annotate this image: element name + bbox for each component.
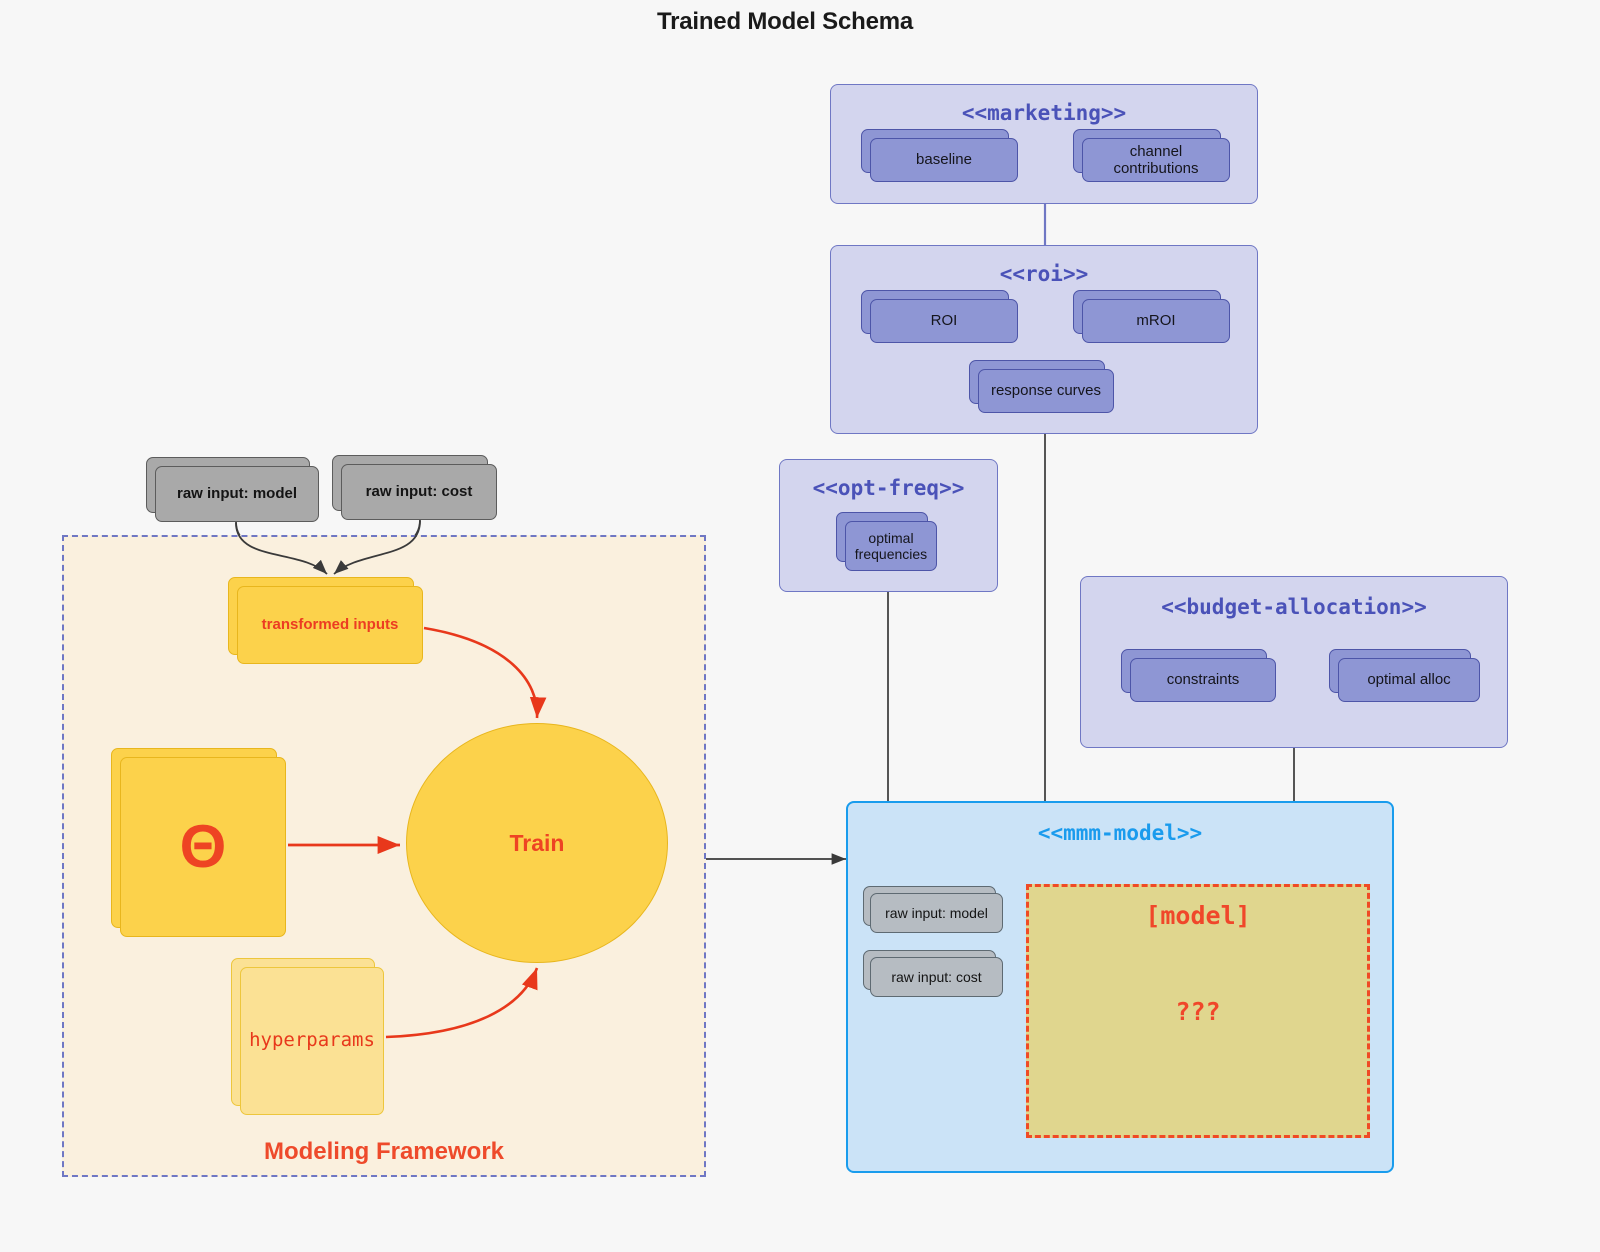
node-card xyxy=(870,893,1003,933)
node-raw-input-cost[interactable]: raw input: cost xyxy=(332,455,497,520)
node-label: transformed inputs xyxy=(261,616,399,634)
node-label: optimal alloc xyxy=(1367,671,1451,689)
node-card xyxy=(870,299,1018,343)
model-unknown: ??? xyxy=(1175,997,1221,1026)
node-mmm-raw-input-cost[interactable]: raw input: cost xyxy=(863,950,1003,997)
node-theta[interactable]: Θ xyxy=(111,748,286,937)
node-train[interactable]: Train xyxy=(406,723,668,963)
node-card xyxy=(155,466,319,522)
package-budget-allocation-title: <<budget-allocation>> xyxy=(1161,595,1427,619)
node-label: raw input: model xyxy=(177,485,297,503)
node-roi[interactable]: ROI xyxy=(861,290,1018,343)
node-label: ROI xyxy=(930,312,958,330)
node-card xyxy=(120,757,286,937)
node-label: raw input: cost xyxy=(891,968,982,985)
node-mmm-raw-input-model[interactable]: raw input: model xyxy=(863,886,1003,933)
model-placeholder-box[interactable]: [model] ??? xyxy=(1026,884,1370,1138)
node-baseline[interactable]: baseline xyxy=(861,129,1018,182)
node-response-curves[interactable]: response curves xyxy=(969,360,1114,413)
node-card xyxy=(870,957,1003,997)
package-roi-title: <<roi>> xyxy=(999,262,1089,286)
node-card xyxy=(845,521,937,571)
node-optimal-alloc[interactable]: optimal alloc xyxy=(1329,649,1480,702)
node-label-line2: frequencies xyxy=(854,546,928,562)
node-label: baseline xyxy=(916,151,972,169)
node-raw-input-model[interactable]: raw input: model xyxy=(146,457,319,522)
package-marketing-title: <<marketing>> xyxy=(961,101,1127,125)
node-transformed-inputs[interactable]: transformed inputs xyxy=(228,577,423,664)
node-label: constraints xyxy=(1166,671,1240,689)
node-label: mROI xyxy=(1136,312,1176,330)
node-label: channel contributions xyxy=(1113,142,1199,177)
page-title: Trained Model Schema xyxy=(656,8,914,35)
node-card xyxy=(341,464,497,520)
node-mroi[interactable]: mROI xyxy=(1073,290,1230,343)
node-optimal-frequencies[interactable]: optimal frequencies xyxy=(836,512,937,571)
package-opt-freq-title: <<opt-freq>> xyxy=(812,476,965,500)
node-label: Θ xyxy=(179,813,227,880)
node-card xyxy=(237,586,423,664)
node-card xyxy=(1082,138,1230,182)
modeling-framework-label: Modeling Framework xyxy=(263,1138,505,1165)
node-label-line1: optimal xyxy=(868,529,914,546)
node-label: response curves xyxy=(990,382,1102,400)
package-mmm-model-title: <<mmm-model>> xyxy=(1037,821,1203,845)
node-label: hyperparams xyxy=(249,1029,375,1052)
node-hyperparams[interactable]: hyperparams xyxy=(231,958,384,1115)
model-tag: [model] xyxy=(1145,901,1251,930)
node-label: raw input: cost xyxy=(365,483,473,501)
node-card xyxy=(978,369,1114,413)
node-card xyxy=(1130,658,1276,702)
node-card xyxy=(870,138,1018,182)
node-constraints[interactable]: constraints xyxy=(1121,649,1276,702)
node-card xyxy=(240,967,384,1115)
node-card xyxy=(1338,658,1480,702)
node-label: Train xyxy=(509,829,565,856)
node-channel-contributions[interactable]: channel contributions xyxy=(1073,129,1230,182)
node-label: raw input: model xyxy=(885,904,988,921)
node-card xyxy=(1082,299,1230,343)
